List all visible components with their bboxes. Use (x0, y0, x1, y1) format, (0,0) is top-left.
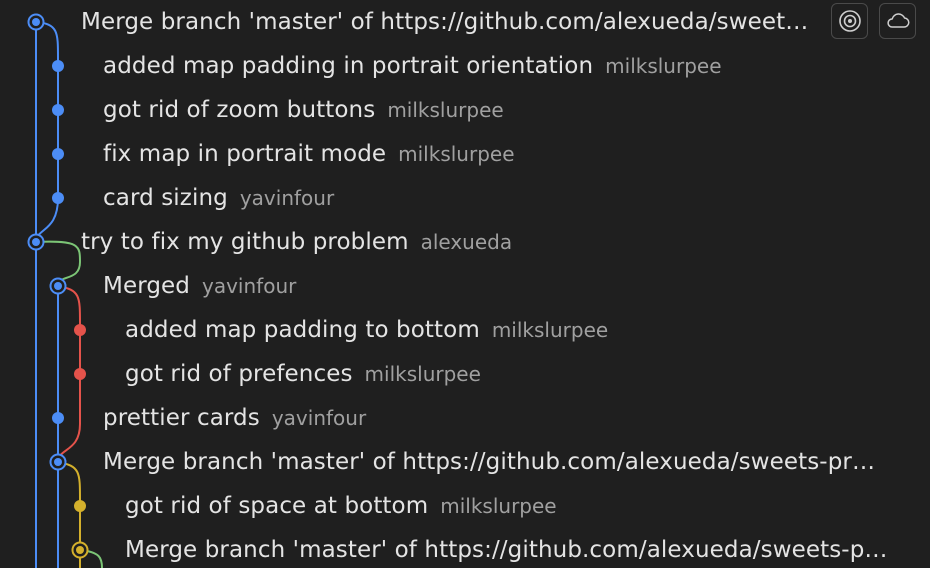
commit-author: milkslurpee (491, 318, 609, 342)
commit-message: Merged (103, 273, 190, 299)
commit-row[interactable]: added map padding to bottom milkslurpee (0, 308, 930, 352)
commit-author: milkslurpee (387, 98, 504, 122)
commit-author: yavinfour (202, 274, 297, 298)
target-button[interactable] (831, 3, 868, 39)
commit-row[interactable]: prettier cards yavinfour (0, 396, 930, 440)
commit-row[interactable]: try to fix my github problem alexueda (0, 220, 930, 264)
commit-message: got rid of prefences (125, 361, 353, 387)
commit-node[interactable] (74, 324, 86, 336)
cloud-button[interactable] (879, 3, 916, 39)
commit-message: Merge branch 'master' of https://github.… (125, 537, 888, 563)
commit-message: Merge branch 'master' of https://github.… (81, 9, 809, 35)
commit-message: fix map in portrait mode (103, 141, 387, 167)
commit-author: milkslurpee (364, 362, 481, 386)
commit-row[interactable]: fix map in portrait mode milkslurpee (0, 132, 930, 176)
cloud-icon (886, 13, 909, 28)
commit-row[interactable]: got rid of zoom buttons milkslurpee (0, 88, 930, 132)
commit-row[interactable]: card sizing yavinfour (0, 176, 930, 220)
commit-message: prettier cards (103, 405, 260, 431)
commit-row[interactable]: Merge branch 'master' of https://github.… (0, 0, 825, 44)
commit-message: try to fix my github problem (81, 229, 409, 255)
commit-row[interactable]: Merge branch 'master' of https://github.… (0, 440, 930, 484)
commit-author: yavinfour (239, 186, 335, 210)
merge-commit-node-center (54, 458, 62, 466)
commit-message: card sizing (103, 185, 228, 211)
merge-commit-node-center (54, 282, 62, 290)
merge-commit-node-center (76, 546, 84, 554)
graph-edge-branch (35, 240, 82, 287)
commit-node[interactable] (52, 192, 64, 204)
commit-row[interactable]: Merge branch 'master' of https://github.… (0, 528, 930, 568)
commit-node[interactable] (74, 500, 86, 512)
commit-message: added map padding in portrait orientatio… (103, 53, 594, 79)
commit-message: Merge branch 'master' of https://github.… (103, 449, 876, 475)
commit-message: got rid of zoom buttons (103, 97, 376, 123)
commit-row[interactable]: got rid of space at bottom milkslurpee (0, 484, 930, 528)
commit-node[interactable] (52, 412, 64, 424)
commit-author: milkslurpee (440, 494, 557, 518)
commit-node[interactable] (52, 148, 64, 160)
commit-row[interactable]: added map padding in portrait orientatio… (0, 44, 930, 88)
commit-node[interactable] (52, 104, 64, 116)
commit-row[interactable]: Merged yavinfour (0, 264, 930, 308)
commit-author: milkslurpee (398, 142, 515, 166)
commit-message: added map padding to bottom (125, 317, 480, 343)
commit-author: milkslurpee (605, 54, 722, 78)
merge-commit-node-center (32, 238, 40, 246)
commit-author: yavinfour (271, 406, 367, 430)
commit-node[interactable] (52, 60, 64, 72)
commit-row[interactable]: got rid of prefences milkslurpee (0, 352, 930, 396)
graph-edge-branch (57, 285, 81, 463)
commit-message: got rid of space at bottom (125, 493, 429, 519)
commit-author: alexueda (420, 230, 513, 254)
target-icon (838, 10, 861, 32)
merge-commit-node-center (32, 18, 40, 26)
commit-node[interactable] (74, 368, 86, 380)
